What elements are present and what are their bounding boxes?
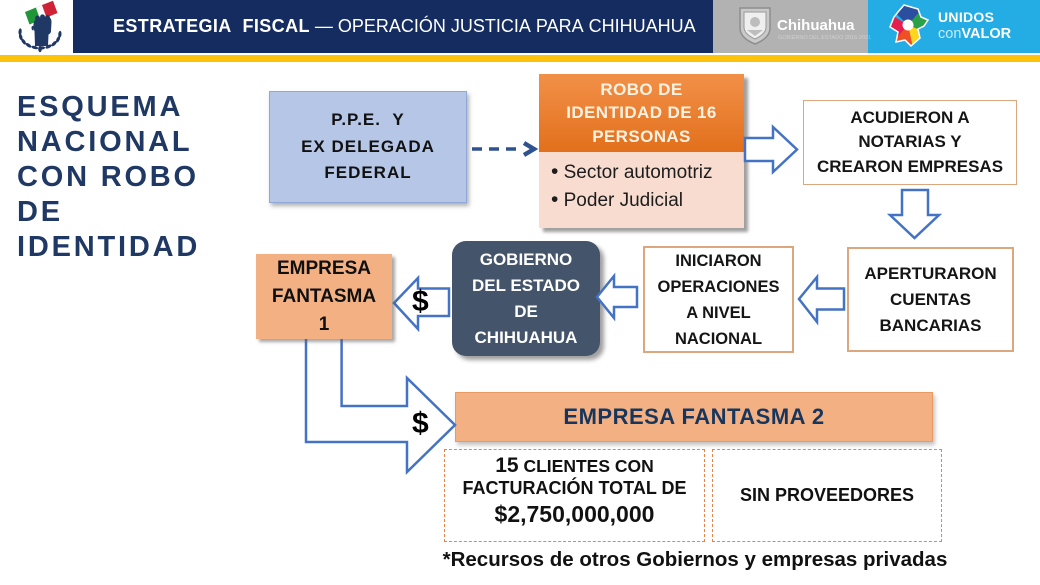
- svg-text:UNIDOS: UNIDOS: [938, 9, 994, 25]
- svg-text:GOBIERNO DEL ESTADO 2016-2021: GOBIERNO DEL ESTADO 2016-2021: [778, 35, 871, 41]
- svg-text:Chihuahua: Chihuahua: [777, 17, 855, 34]
- svg-text:conVALOR: conVALOR: [938, 26, 1012, 42]
